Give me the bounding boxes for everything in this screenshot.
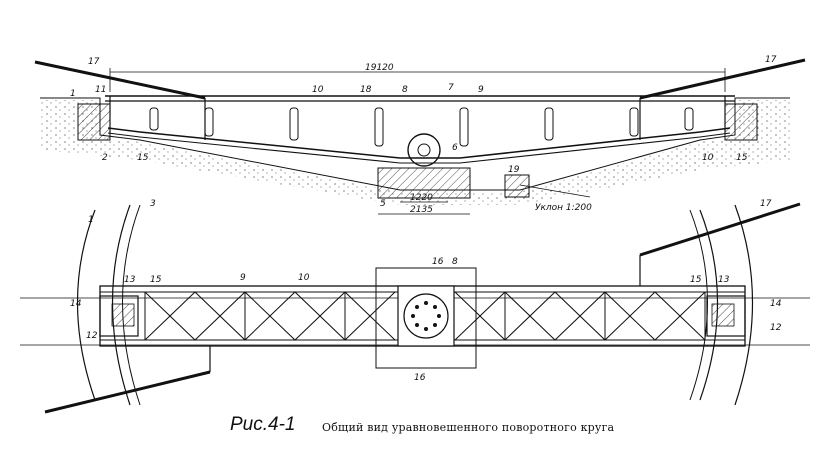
slope-block — [504, 174, 530, 198]
callout: 17 — [760, 199, 772, 209]
callout: 8 — [452, 257, 458, 267]
wheel-base-dimension: 1220 — [410, 193, 433, 203]
side-callouts: 17 1 11 10 8 7 9 17 2 15 10 6 19 18 15 5 — [70, 55, 777, 209]
plan-left-lever — [44, 370, 211, 414]
web-openings — [149, 107, 694, 147]
figure-number: Рис.4-1 — [230, 414, 296, 435]
left-abutment — [77, 103, 111, 141]
callout: 6 — [452, 143, 458, 153]
plan-view — [20, 202, 810, 414]
central-wheel — [407, 133, 441, 167]
foundation-dimension: 2135 — [410, 205, 433, 215]
callout: 10 — [702, 153, 714, 163]
right-lever — [639, 58, 806, 100]
callout: 15 — [690, 275, 702, 285]
callout: 1 — [70, 89, 76, 99]
right-end-truck — [706, 295, 746, 337]
callout: 18 — [360, 85, 372, 95]
callout: 17 — [765, 55, 777, 65]
callout: 13 — [718, 275, 730, 285]
callout: 9 — [478, 85, 484, 95]
callout: 13 — [124, 275, 136, 285]
left-end-truck — [99, 295, 139, 337]
plan-right-lever — [639, 202, 801, 257]
pit-soil-fill — [40, 100, 790, 205]
callout: 14 — [770, 299, 782, 309]
left-lever — [34, 60, 206, 100]
pier-block — [375, 267, 477, 369]
callout: 10 — [298, 273, 310, 283]
callout: 17 — [88, 57, 100, 67]
callout: 15 — [150, 275, 162, 285]
central-foundation — [377, 167, 471, 199]
side-view — [34, 58, 806, 215]
figure-caption: Общий вид уравновешенного поворотного кр… — [322, 421, 615, 434]
callout: 16 — [414, 373, 426, 383]
callout: 15 — [736, 153, 748, 163]
right-track-arc — [734, 204, 754, 406]
callout: 2 — [102, 153, 108, 163]
span-dimension: 19120 — [365, 63, 394, 73]
callout: 12 — [770, 323, 782, 333]
bottom-chord — [107, 127, 731, 159]
callout: 8 — [402, 85, 408, 95]
callout: 7 — [448, 83, 454, 93]
plan-callouts: 1 3 13 15 9 10 16 8 17 15 13 14 12 14 12… — [70, 199, 782, 383]
callout: 19 — [508, 165, 520, 175]
callout: 14 — [70, 299, 82, 309]
callout: 15 — [137, 153, 149, 163]
lattice-bracing — [144, 291, 706, 341]
callout: 9 — [240, 273, 246, 283]
callout: 1 — [88, 215, 94, 225]
slope-label: Уклон 1:200 — [535, 203, 592, 213]
callout: 10 — [312, 85, 324, 95]
callout: 11 — [95, 85, 106, 95]
callout: 5 — [380, 199, 386, 209]
callout: 12 — [86, 331, 98, 341]
callout: 3 — [150, 199, 156, 209]
pivot-plate — [403, 293, 449, 339]
left-track-arc — [76, 209, 96, 401]
callout: 16 — [432, 257, 444, 267]
right-abutment — [724, 103, 758, 141]
